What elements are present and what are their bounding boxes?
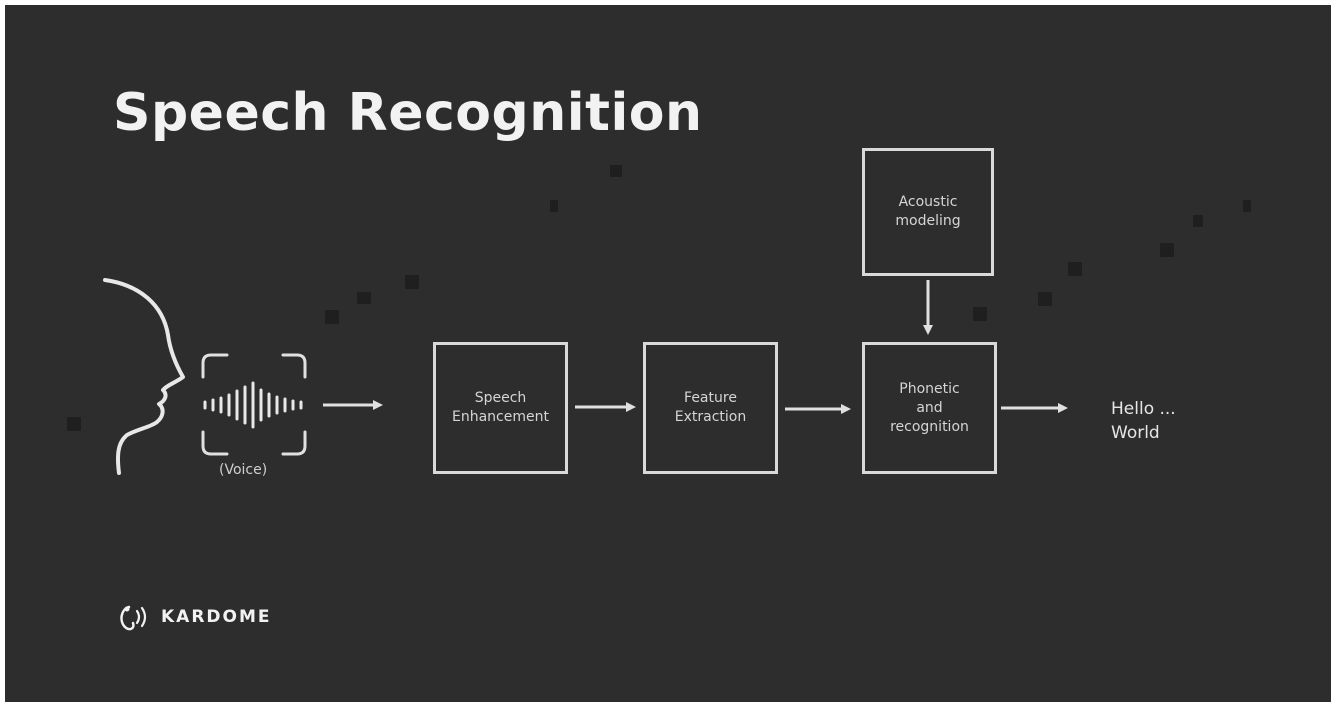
slide: Speech Recognition [5,5,1331,702]
feature-extraction-label: Feature Extraction [674,390,747,425]
noise-pixel [1243,200,1251,212]
noise-pixel [1160,243,1174,257]
output-text: Hello ... World [1111,399,1176,443]
kardome-logo-icon [120,605,147,631]
noise-pixel [357,292,371,304]
acoustic-modeling-label: Acoustic modeling [895,194,961,229]
noise-pixel [1068,262,1082,276]
diagram-graphics [103,278,1068,475]
noise-pixel [1193,215,1203,227]
noise-pixel [973,307,987,321]
arrow-right-icon [1001,403,1068,413]
speech-enhancement-box: Speech Enhancement [433,342,568,474]
speech-enhancement-label: Speech Enhancement [452,390,549,425]
logo-text: KARDOME [161,607,272,627]
arrow-right-icon [785,404,851,414]
phonetic-recognition-box: Phonetic and recognition [862,342,997,474]
feature-extraction-box: Feature Extraction [643,342,778,474]
acoustic-modeling-box: Acoustic modeling [862,148,994,276]
noise-pixel [325,310,339,324]
arrow-right-icon [323,400,383,410]
noise-pixel [1038,292,1052,306]
noise-pixel [67,417,81,431]
sound-wave-icon [203,381,303,429]
face-profile-icon [103,278,185,475]
focus-bracket-icon [201,353,307,456]
kardome-logo: KARDOME [117,601,272,633]
noise-pixel [550,200,558,212]
noise-pixel [405,275,419,289]
voice-label: (Voice) [219,462,268,478]
arrow-down-icon [923,280,933,335]
arrow-right-icon [575,402,636,412]
phonetic-recognition-label: Phonetic and recognition [890,380,969,435]
slide-title: Speech Recognition [113,83,703,143]
noise-pixel [610,165,622,177]
